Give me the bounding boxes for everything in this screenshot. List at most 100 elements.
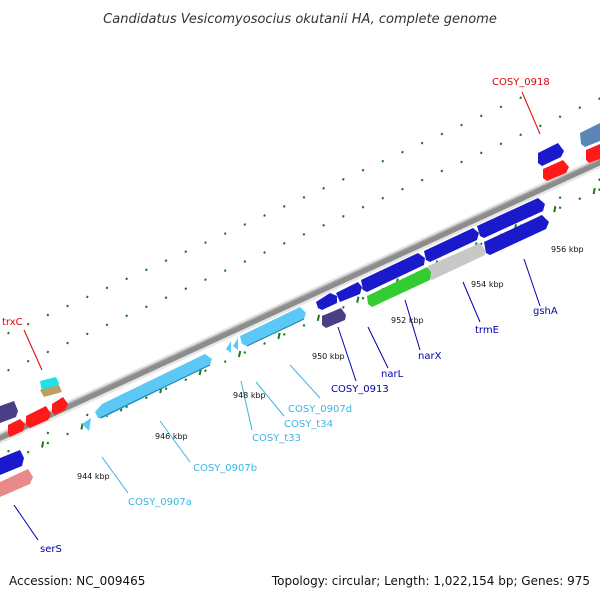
gene-blue-a[interactable] (316, 293, 337, 310)
gene-red-left-a[interactable] (8, 419, 25, 437)
gene-cosy-0907a-arrow[interactable] (82, 418, 91, 431)
tick-mark (46, 350, 50, 354)
label-narl[interactable]: narL (381, 369, 404, 380)
tick-mark (322, 186, 326, 190)
label-gsha[interactable]: gshA (533, 306, 558, 317)
gene-pink-left[interactable] (0, 469, 33, 497)
tick-mark (125, 314, 129, 318)
tick-mark (341, 305, 345, 309)
tick-mark (144, 305, 148, 309)
gene-red-left-c[interactable] (52, 397, 68, 415)
major-tick-mark (238, 350, 242, 358)
tick-mark (519, 133, 523, 137)
tick-mark (460, 160, 463, 164)
label-cosy-0907d[interactable]: COSY_0907d (288, 404, 352, 415)
scale-labels: 944 kbp 946 kbp 948 kbp 950 kbp 952 kbp … (77, 245, 584, 481)
tick-mark (440, 132, 444, 136)
gene-cosy-0907d[interactable] (240, 307, 306, 346)
label-cosy-0907a[interactable]: COSY_0907a (128, 497, 192, 508)
gene-red-right-b[interactable] (586, 144, 600, 163)
tick-mark (381, 196, 385, 200)
tick-mark (85, 295, 89, 299)
gene-gsha[interactable] (484, 215, 549, 255)
tick-mark (499, 105, 503, 109)
gene-blue-e[interactable] (477, 198, 545, 238)
tick-mark (85, 332, 89, 336)
gene-blue-b[interactable] (336, 282, 362, 302)
tick-mark (184, 287, 188, 291)
major-tick-mark (277, 332, 281, 340)
genome-backbone (0, 156, 600, 444)
gene-blue-c[interactable] (361, 253, 425, 292)
tick-mark (341, 177, 345, 181)
label-connectors (13, 91, 541, 541)
label-cosy-t34[interactable]: COSY_t34 (284, 419, 333, 430)
gene-cosy-0918[interactable] (538, 143, 564, 166)
label-cosy-0918[interactable]: COSY_0918 (492, 77, 550, 88)
gene-red-left-b[interactable] (26, 406, 51, 428)
tick-mark (558, 196, 562, 200)
label-trme[interactable]: trmE (475, 325, 499, 336)
accession-text: Accession: NC_009465 (9, 574, 145, 588)
tick-mark (558, 115, 562, 119)
tick-mark (26, 450, 30, 454)
gene-cosy-0907b[interactable] (95, 354, 212, 418)
tick-mark (302, 195, 306, 199)
scale-label-948: 948 kbp (233, 391, 266, 400)
map-title: Candidatus Vesicomyosocius okutanii HA, … (103, 12, 497, 27)
tick-mark (204, 369, 207, 373)
gene-blue-d[interactable] (424, 228, 479, 262)
gene-red-right-a[interactable] (543, 160, 569, 181)
gene-olive-left[interactable] (40, 385, 62, 397)
gene-narx[interactable] (367, 267, 431, 307)
tick-mark (341, 214, 345, 218)
major-tick-mark (41, 441, 45, 448)
tick-mark (144, 268, 148, 272)
label-trxc[interactable]: trxC (2, 317, 23, 328)
tick-mark (361, 168, 365, 172)
tick-mark (125, 277, 129, 281)
gene-cosy-t33[interactable] (226, 341, 231, 353)
tick-mark (460, 123, 463, 127)
label-cosy-0907b[interactable]: COSY_0907b (193, 463, 257, 474)
tick-mark (282, 332, 286, 336)
gene-trme[interactable] (428, 243, 486, 280)
tick-mark (46, 441, 50, 445)
label-narx[interactable]: narX (418, 351, 442, 362)
major-tick-mark (316, 314, 320, 321)
gene-cosy-t34[interactable] (233, 338, 238, 350)
tick-mark (401, 187, 404, 191)
tick-mark (401, 150, 404, 154)
gene-sers[interactable] (0, 450, 24, 475)
label-cosy-0913[interactable]: COSY_0913 (331, 384, 389, 395)
tick-mark (420, 178, 424, 182)
tick-mark (263, 214, 266, 217)
tick-mark (282, 241, 286, 245)
tick-mark (263, 251, 266, 254)
tick-mark (26, 359, 30, 363)
tick-mark (66, 432, 69, 436)
summary-text: Topology: circular; Length: 1,022,154 bp… (271, 574, 590, 588)
tick-mark (105, 286, 109, 290)
tick-mark (66, 341, 69, 345)
tick-mark (322, 223, 326, 227)
scale-label-946: 946 kbp (155, 432, 188, 441)
tick-mark (164, 296, 168, 300)
tick-mark (243, 351, 247, 354)
tick-mark (381, 159, 385, 163)
tick-mark (538, 124, 542, 128)
tick-mark (46, 313, 50, 317)
gene-cosy-0913[interactable] (322, 308, 346, 328)
gene-steel-right[interactable] (580, 123, 600, 147)
tick-mark (7, 449, 10, 453)
label-cosy-t33[interactable]: COSY_t33 (252, 433, 301, 444)
tick-mark (420, 141, 424, 145)
tick-mark (361, 296, 365, 300)
gene-purple-left[interactable] (0, 401, 18, 423)
tick-mark (243, 223, 247, 226)
tick-mark (105, 323, 109, 327)
tick-mark (223, 269, 227, 273)
major-tick-mark (553, 206, 557, 213)
label-sers[interactable]: serS (40, 544, 62, 555)
